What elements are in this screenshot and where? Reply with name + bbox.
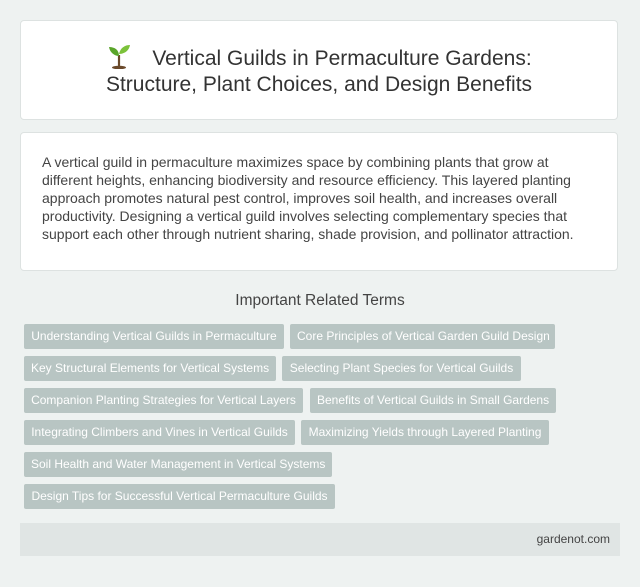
intro-paragraph: A vertical guild in permaculture maximiz… [42, 154, 574, 242]
page-title-line-2: Structure, Plant Choices, and Design Ben… [105, 73, 533, 96]
term-tag[interactable]: Maximizing Yields through Layered Planti… [301, 420, 549, 445]
term-tag[interactable]: Selecting Plant Species for Vertical Gui… [282, 356, 521, 381]
footer-site-link[interactable]: gardenot.com [536, 532, 610, 546]
term-tag[interactable]: Design Tips for Successful Vertical Perm… [24, 484, 335, 509]
term-tag[interactable]: Core Principles of Vertical Garden Guild… [290, 324, 555, 349]
term-tag[interactable]: Understanding Vertical Guilds in Permacu… [24, 324, 284, 349]
title-card: Vertical Guilds in Permaculture Gardens:… [20, 20, 618, 120]
related-terms-heading: Important Related Terms [235, 292, 405, 309]
intro-card: A vertical guild in permaculture maximiz… [20, 132, 618, 271]
term-tag[interactable]: Soil Health and Water Management in Vert… [24, 452, 332, 477]
sprout-icon [109, 45, 131, 69]
term-tag[interactable]: Integrating Climbers and Vines in Vertic… [24, 420, 295, 445]
title-line-1-text: Vertical Guilds in Permaculture Gardens: [152, 47, 532, 70]
footer-bar: gardenot.com [20, 523, 620, 556]
term-tag[interactable]: Companion Planting Strategies for Vertic… [24, 388, 303, 413]
page-title-line-1: Vertical Guilds in Permaculture Gardens: [21, 43, 617, 73]
term-tag[interactable]: Benefits of Vertical Guilds in Small Gar… [310, 388, 556, 413]
term-tag[interactable]: Key Structural Elements for Vertical Sys… [24, 356, 276, 381]
